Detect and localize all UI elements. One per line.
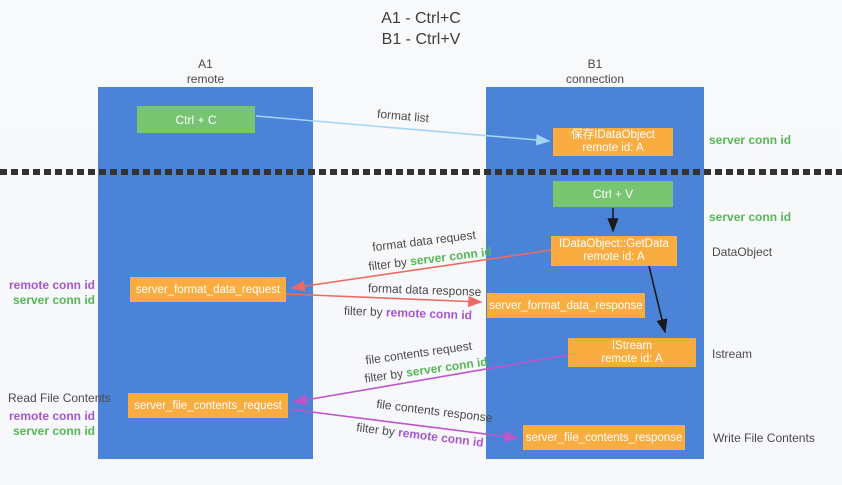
node-server-file-contents-request: server_file_contents_request	[128, 393, 288, 418]
lifeline-a1-role: remote	[186, 72, 225, 86]
label-server-conn-id-left-2: server conn id	[12, 424, 95, 438]
label-dataobject: DataObject	[712, 245, 773, 259]
lifeline-b1-header: B1 connection	[486, 57, 704, 87]
node-istream: IStream remote id: A	[568, 338, 696, 367]
page-title: A1 - Ctrl+C B1 - Ctrl+V	[0, 8, 842, 50]
lifeline-b1-name: B1	[587, 57, 603, 71]
label-filter-by-remote-conn-id-2: filter by remote conn id	[356, 420, 485, 449]
node-idataobject-getdata: IDataObject::GetData remote id: A	[551, 236, 677, 266]
label-server-conn-id-left-1: server conn id	[12, 293, 95, 307]
node-ctrl-c: Ctrl + C	[137, 106, 255, 133]
title-line-2: B1 - Ctrl+V	[381, 31, 461, 48]
node-idataobject-getdata-line1: IDataObject::GetData	[559, 238, 669, 250]
node-istream-line1: IStream	[611, 339, 653, 352]
node-idataobject-getdata-line2: remote id: A	[583, 251, 645, 263]
label-file-contents-response: file contents response	[375, 396, 494, 426]
node-server-format-data-response: server_format_data_response	[487, 293, 645, 318]
title-line-1: A1 - Ctrl+C	[381, 10, 461, 27]
separator-dotted-line	[0, 169, 842, 175]
remote-conn-id-text: remote conn id	[385, 305, 473, 323]
label-write-file-contents: Write File Contents	[713, 431, 815, 445]
node-server-file-contents-response: server_file_contents_response	[523, 425, 685, 450]
remote-conn-id-text: remote conn id	[397, 425, 485, 450]
filter-by-text: filter by	[343, 303, 387, 320]
label-remote-conn-id-left-2: remote conn id	[8, 409, 95, 423]
label-filter-by-remote-conn-id-1: filter by remote conn id	[344, 304, 472, 322]
label-read-file-contents: Read File Contents	[8, 391, 111, 405]
lifeline-a1-name: A1	[198, 57, 213, 71]
label-istream: Istream	[712, 347, 753, 361]
node-istream-line2: remote id: A	[601, 352, 663, 365]
node-save-idataobject-line2: remote id: A	[582, 142, 644, 154]
node-ctrl-v: Ctrl + V	[553, 181, 673, 207]
node-server-format-data-request: server_format_data_request	[130, 277, 286, 302]
filter-by-text: filter by	[363, 365, 408, 386]
node-save-idataobject-line1: 保存IDataObject	[571, 129, 655, 141]
label-format-list: format list	[376, 106, 430, 126]
label-server-conn-id-mid: server conn id	[709, 210, 792, 224]
label-remote-conn-id-left-1: remote conn id	[8, 278, 95, 292]
filter-by-text: filter by	[355, 420, 400, 440]
label-server-conn-id-top: server conn id	[709, 133, 792, 147]
filter-by-text: filter by	[367, 254, 412, 274]
lifeline-b1-role: connection	[565, 72, 625, 86]
label-format-data-response: format data response	[367, 281, 482, 299]
lifeline-a1-header: A1 remote	[98, 57, 313, 87]
node-save-idataobject: 保存IDataObject remote id: A	[553, 128, 673, 156]
